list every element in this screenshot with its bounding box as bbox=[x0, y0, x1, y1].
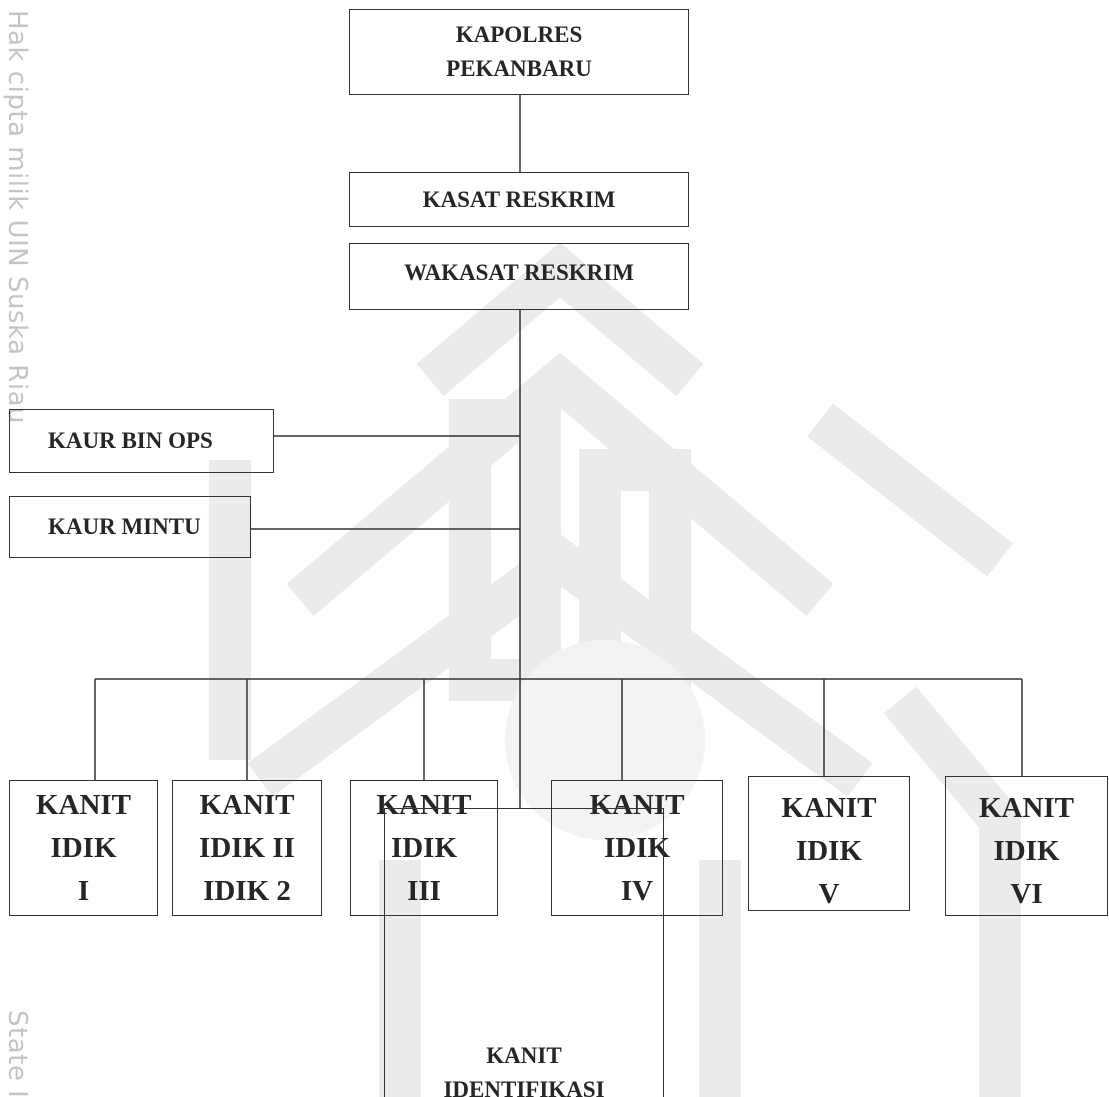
unit-number: IDIK 2 bbox=[203, 874, 291, 907]
kanit-label: KANIT bbox=[978, 792, 1075, 824]
kanit-idik-ii-box: KANIT IDIK II IDIK 2 bbox=[172, 780, 322, 916]
idik-label: IDIK bbox=[50, 831, 117, 864]
watermark-side-text: Hak cipta milik UIN Suska Riau bbox=[2, 10, 32, 424]
idik-label: IDIK bbox=[993, 835, 1060, 867]
wakasat-reskrim-box: WAKASAT RESKRIM bbox=[349, 243, 689, 310]
kanit-label: KANIT bbox=[199, 788, 295, 821]
kaur-bin-ops-label: KAUR BIN OPS bbox=[48, 428, 213, 453]
idik-label: IDIK bbox=[603, 831, 671, 864]
unit-number: V bbox=[818, 878, 840, 910]
kaur-bin-ops-box: KAUR BIN OPS bbox=[9, 409, 274, 473]
kaur-mintu-box: KAUR MINTU bbox=[9, 496, 251, 558]
kanit-label: KANIT bbox=[376, 788, 472, 821]
kanit-label: KANIT bbox=[35, 788, 132, 821]
kasat-reskrim-box: KASAT RESKRIM bbox=[349, 172, 689, 227]
kapolres-title: KAPOLRES bbox=[455, 22, 583, 47]
kaur-mintu-label: KAUR MINTU bbox=[48, 514, 201, 539]
kanit-label: KANIT bbox=[781, 792, 877, 824]
kanit-idik-i-box: KANIT IDIK I bbox=[9, 780, 158, 916]
kapolres-location: PEKANBARU bbox=[446, 56, 592, 81]
wakasat-reskrim-label: WAKASAT RESKRIM bbox=[404, 260, 634, 285]
idik-label: IDIK bbox=[390, 831, 458, 864]
kanit-idik-iv-box: KANIT IDIK IV bbox=[551, 780, 723, 916]
kanit-label: KANIT bbox=[589, 788, 685, 821]
kanit-idik-iii-box: KANIT IDIK III bbox=[350, 780, 498, 916]
identifikasi-label: IDENTIFIKASI bbox=[443, 1077, 605, 1097]
idik-label: IDIK II bbox=[199, 831, 295, 864]
unit-number: VI bbox=[1010, 878, 1043, 910]
kanit-idik-v-box: KANIT IDIK V bbox=[748, 776, 910, 911]
kanit-label: KANIT bbox=[486, 1043, 562, 1068]
kanit-identifikasi-box: KANIT IDENTIFIKASI bbox=[384, 808, 664, 1097]
unit-number: III bbox=[407, 874, 441, 907]
unit-number: IV bbox=[620, 874, 654, 907]
idik-label: IDIK bbox=[795, 835, 863, 867]
kapolres-box: KAPOLRES PEKANBARU bbox=[349, 9, 689, 95]
watermark-side-text-bottom: State Is bbox=[2, 1010, 32, 1097]
kanit-idik-vi-box: KANIT IDIK VI bbox=[945, 776, 1108, 916]
kasat-reskrim-label: KASAT RESKRIM bbox=[422, 186, 616, 212]
unit-number: I bbox=[77, 874, 90, 907]
